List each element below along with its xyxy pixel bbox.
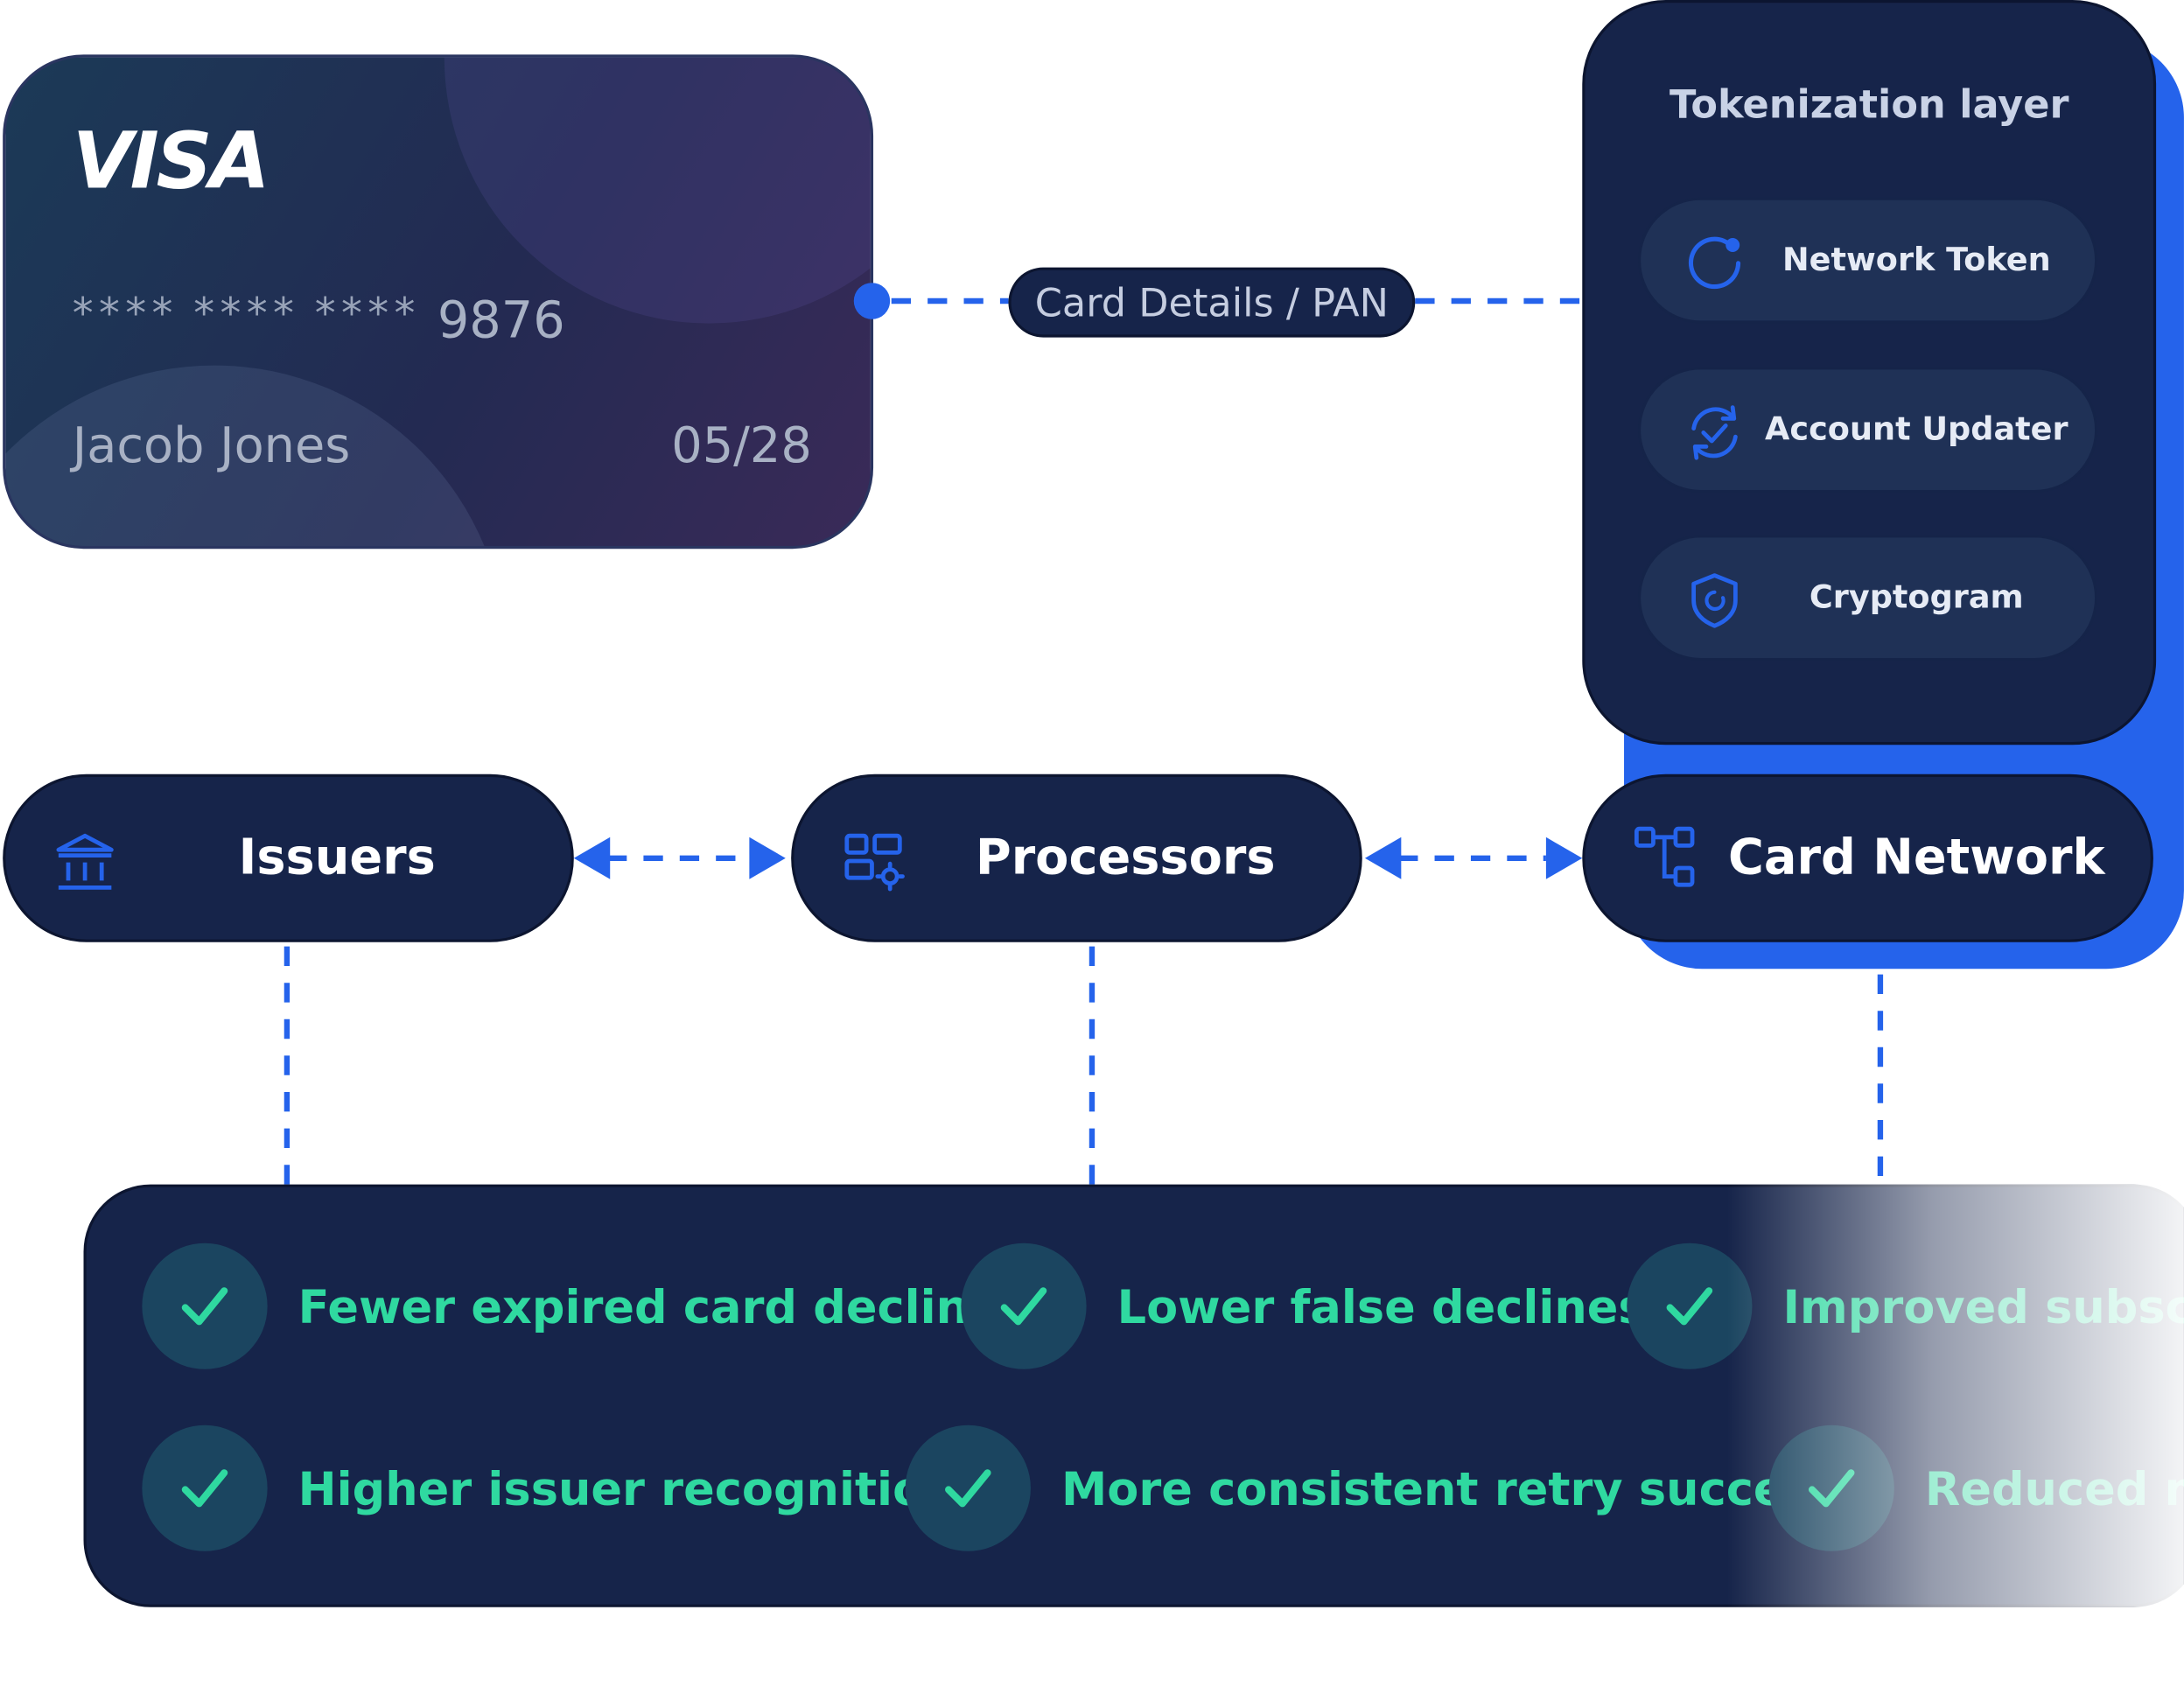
check-icon <box>1768 1424 1894 1551</box>
cryptogram-item: Cryptogram <box>1637 535 2098 662</box>
card-network-node: Card Network <box>1582 774 2153 942</box>
arrow-head-issuers <box>573 836 611 879</box>
card-holder-name: Jacob Jones <box>72 418 351 475</box>
issuers-label: Issuers <box>238 830 436 886</box>
credit-card: VISA **** **** **** 9876 Jacob Jones 05/… <box>3 54 874 550</box>
benefit-item: Fewer expired card declines <box>142 1242 1027 1369</box>
account-updater-label: Account Updater <box>1765 411 2068 448</box>
processors-node: Processors <box>791 774 1362 942</box>
refresh-dot-icon <box>1688 236 1741 290</box>
card-last-four: 9876 <box>437 292 565 350</box>
cryptogram-label: Cryptogram <box>1809 579 2024 616</box>
arrow-head-network <box>1545 836 1583 879</box>
benefit-item: Lower false declines <box>961 1242 1646 1369</box>
check-icon <box>142 1242 268 1369</box>
bank-icon <box>56 833 114 890</box>
benefit-item: Improved subscript <box>1627 1242 2184 1369</box>
card-details-pill: Card Details / PAN <box>1008 267 1416 338</box>
benefit-text: More consistent retry success <box>1060 1460 1840 1516</box>
sync-check-icon <box>1691 405 1738 460</box>
processors-label: Processors <box>975 830 1276 886</box>
card-expiry: 05/28 <box>671 418 812 475</box>
benefit-text: Fewer expired card declines <box>298 1278 1027 1334</box>
benefit-item: Reduced ma <box>1768 1424 2184 1551</box>
network-token-label: Network Token <box>1782 242 2051 279</box>
arrow-head-processors-left <box>749 836 786 879</box>
card-masked-group: **** <box>193 290 300 340</box>
issuers-node: Issuers <box>3 774 574 942</box>
check-icon <box>1627 1242 1753 1369</box>
network-nodes-icon <box>1634 826 1695 887</box>
dashboard-gear-icon <box>844 833 905 892</box>
card-network-label: Card Network <box>1728 830 2105 886</box>
benefit-text: Lower false declines <box>1116 1278 1646 1334</box>
benefit-text: Improved subscript <box>1782 1278 2184 1334</box>
connector-dot <box>853 283 891 319</box>
network-token-item: Network Token <box>1637 197 2098 324</box>
benefit-text: Higher issuer recognition <box>298 1460 957 1516</box>
card-decor-circle <box>444 57 871 324</box>
shield-icon <box>1691 573 1738 628</box>
card-brand-logo: VISA <box>72 116 270 207</box>
arrow-head-processors-right <box>1364 836 1402 879</box>
account-updater-item: Account Updater <box>1637 367 2098 494</box>
card-masked-group: **** <box>314 290 421 340</box>
check-icon <box>905 1424 1031 1551</box>
benefit-item: More consistent retry success <box>905 1424 1840 1551</box>
check-icon <box>142 1424 268 1551</box>
tokenization-title: Tokenization layer <box>1669 80 2069 128</box>
benefits-panel: Fewer expired card declines Lower false … <box>83 1184 2184 1607</box>
check-icon <box>961 1242 1087 1369</box>
benefit-text: Reduced ma <box>1924 1460 2184 1516</box>
card-masked-group: **** <box>72 290 178 340</box>
benefit-item: Higher issuer recognition <box>142 1424 957 1551</box>
